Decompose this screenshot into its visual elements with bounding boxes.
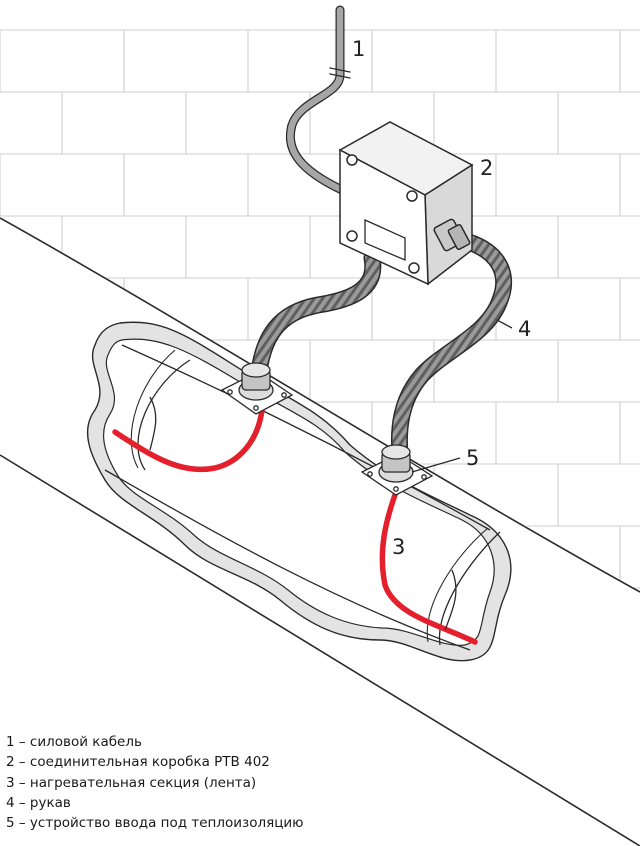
junction-box [338, 121, 474, 286]
legend: 1 – силовой кабель 2 – соединительная ко… [6, 732, 304, 833]
entry-kit-right [360, 444, 434, 496]
insulation-cutout [87, 321, 512, 662]
legend-item-5: 5 – устройство ввода под теплоизоляцию [6, 815, 304, 832]
callout-5: 5 [466, 446, 479, 470]
callout-4: 4 [518, 317, 531, 341]
leader-lines [411, 319, 513, 473]
power-cable [285, 5, 351, 195]
entry-kit-left [220, 362, 294, 415]
legend-item-4: 4 – рукав [6, 794, 71, 811]
callout-2: 2 [480, 156, 493, 180]
legend-item-2: 2 – соединительная коробка РТВ 402 [6, 754, 270, 771]
clamp-bands [149, 396, 457, 631]
hose-right [390, 231, 513, 464]
callout-3: 3 [392, 535, 405, 559]
legend-item-3: 3 – нагревательная секция (лента) [6, 774, 257, 791]
hose-left [249, 249, 382, 389]
heating-cable [112, 407, 478, 645]
legend-item-1: 1 – силовой кабель [6, 734, 142, 750]
callout-1: 1 [352, 37, 365, 61]
